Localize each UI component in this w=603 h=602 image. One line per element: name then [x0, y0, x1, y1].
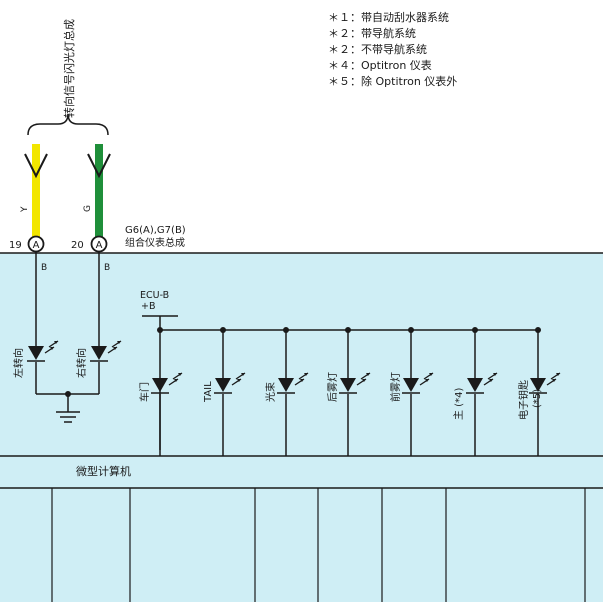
label-beam: 光束: [264, 382, 277, 402]
connector-left: [27, 235, 45, 253]
note-4: ＊４：Optitron 仪表: [328, 58, 432, 72]
turn-indicator-leds: [27, 340, 122, 362]
assembly-bracket: [27, 113, 109, 136]
wire-color-green: G: [83, 205, 93, 212]
connector-right: [90, 235, 108, 253]
notes-list: ＊１：带自动刮水器系统 ＊２：带导航系统 ＊２：不带导航系统 ＊４：Optitr…: [328, 10, 457, 88]
indicator-leds: [151, 327, 561, 456]
note-2: ＊２：带导航系统: [328, 26, 416, 40]
arrow-down-icon: [87, 153, 111, 179]
power-label-b: +B: [141, 301, 155, 312]
junction-dot: [345, 327, 351, 333]
wire-green: [95, 144, 103, 237]
wire-color-yellow: Y: [20, 206, 30, 213]
junction-dot: [157, 327, 163, 333]
label-door: 车门: [138, 382, 151, 402]
led-indicator-7: [529, 372, 561, 394]
label-smart-key: 电子钥匙: [517, 380, 530, 420]
led-indicator-4: [339, 372, 371, 394]
led-indicator-3: [277, 372, 309, 394]
junction-dot: [408, 327, 414, 333]
terminal-right: B: [104, 263, 110, 273]
junction-dot: [220, 327, 226, 333]
note-3: ＊２：不带导航系统: [328, 42, 427, 56]
terminal-left: B: [41, 263, 47, 273]
indicator-label-right-turn: 右转向: [75, 348, 88, 378]
junction-dot: [472, 327, 478, 333]
label-rear-fog: 后雾灯: [327, 372, 339, 402]
meter-name: 组合仪表总成: [125, 236, 185, 249]
label-front-fog: 前雾灯: [389, 372, 402, 402]
combination-meter-panel: [0, 252, 603, 602]
connector-letter-left: A: [33, 240, 40, 251]
pin-number-right: 20: [71, 240, 84, 251]
lower-dividers: [51, 488, 586, 602]
led-left-turn: [27, 340, 59, 362]
led-indicator-1: [151, 372, 183, 394]
meter-code: G6(A),G7(B): [125, 225, 186, 236]
led-right-turn: [90, 340, 122, 362]
label-tail: TAIL: [203, 381, 214, 403]
note-1: ＊１：带自动刮水器系统: [328, 10, 449, 24]
indicator-label-left-turn: 左转向: [12, 348, 25, 378]
wire-yellow: [32, 144, 40, 237]
label-smart-key-note: (*5): [532, 389, 543, 408]
led-indicator-2: [214, 372, 246, 394]
microcomputer-label: 微型计算机: [76, 464, 131, 478]
led-indicator-6: [466, 372, 498, 394]
turn-signal-assembly-label: 转向信号闪光灯总成: [62, 19, 76, 118]
led-indicator-5: [402, 372, 434, 394]
power-label-ecu: ECU-B: [140, 290, 169, 301]
label-main: 主 (*4): [453, 388, 465, 420]
pin-number-left: 19: [9, 240, 22, 251]
junction-dot: [65, 391, 71, 397]
junction-dot: [283, 327, 289, 333]
connector-letter-right: A: [96, 240, 103, 251]
indicator-labels: 车门 TAIL 光束 后雾灯 前雾灯 主 (*4) 电子钥匙 (*5): [138, 372, 543, 420]
note-5: ＊５：除 Optitron 仪表外: [328, 74, 457, 88]
microcomputer-box: [0, 455, 603, 489]
arrow-down-icon: [24, 153, 48, 179]
